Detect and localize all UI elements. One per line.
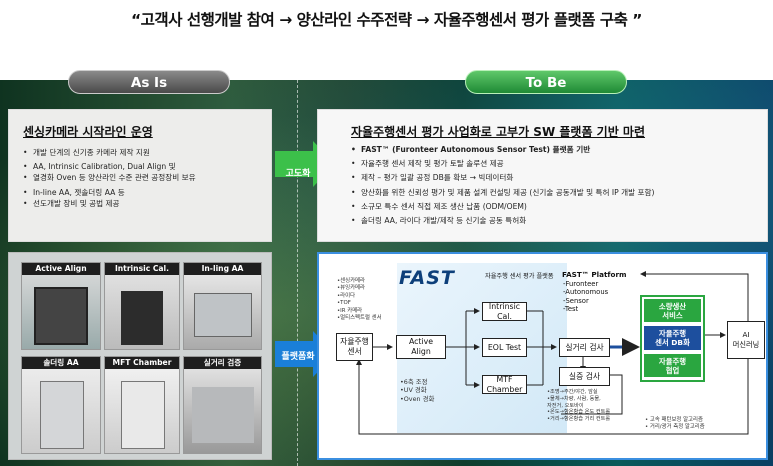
ai-ml-box: AI 머신러닝 (727, 321, 765, 359)
photo-caption: 솔더링 AA (22, 357, 100, 369)
sensor-item: •TOF (337, 300, 351, 307)
demo-note: 자전거, 오토바이 (547, 402, 584, 409)
center-divider (297, 80, 298, 466)
machine-image (34, 287, 88, 345)
to-be-bullet: 소규모 특수 센서 직접 제조 생산 납품 (ODM/OEM) (351, 201, 654, 212)
demo-note: •조명→주간/야간, 암실 (547, 389, 598, 395)
headline: “고객사 선행개발 참여 → 양산라인 수주전략 → 자율주행센서 평가 플랫폼… (130, 11, 643, 29)
photo-mft-chamber: MFT Chamber (104, 356, 180, 454)
as-is-bullet: AA, Intrinsic Calibration, Dual Align 및 (23, 161, 196, 172)
machine-image (192, 387, 254, 443)
photo-active-align: Active Align (21, 262, 101, 350)
platform-item: -Sensor (563, 296, 589, 305)
demo-test-box: 실증 검사 (559, 367, 610, 386)
as-is-bullet-cont: 열경화 Oven 등 양산라인 수준 관련 공정장비 보유 (23, 172, 196, 183)
platform-item: -Test (563, 305, 579, 314)
photo-caption: Intrinsic Cal. (105, 263, 179, 275)
to-be-bullet: FAST™ (Furonteer Autonomous Sensor Test)… (351, 144, 654, 155)
aa-note: •Oven 경화 (400, 394, 435, 403)
aa-note: •UV 경화 (400, 386, 427, 395)
platform-item: -Autonomous (563, 288, 609, 297)
ai-notes: • 고속 패턴보정 알고리즘 • 거리/광거 측정 알고리즘 (645, 417, 705, 432)
upgrade-arrow-label: 고도화 (285, 169, 311, 179)
as-is-title: 센싱카메라 시작라인 운영 (23, 125, 153, 139)
as-is-photo-grid: Active Align Intrinsic Cal. In-ling AA 솔… (8, 252, 272, 460)
machine-image (121, 291, 163, 345)
diagram-connectors (356, 271, 749, 435)
mass-production-box: 소량생산 서비스 (644, 299, 701, 322)
real-distance-test-box: 실거리 검사 (559, 338, 610, 357)
fast-platform-diagram: FAST 자율주행 센서 평가 플랫폼 FAST™ Platform -Furo… (317, 252, 768, 460)
photo-caption: 실거리 검증 (184, 357, 261, 369)
as-is-summary-panel: 센싱카메라 시작라인 운영 개발 단계의 신기종 카메라 제작 지원 AA, I… (8, 109, 272, 242)
to-be-bullet: 자율주행 센서 제작 및 평가 토탈 솔루션 제공 (351, 158, 654, 169)
mtf-chamber-box: MTF Chamber (482, 375, 527, 394)
to-be-title: 자율주행센서 평가 사업화로 고부가 SW 플랫폼 기반 마련 (351, 125, 646, 139)
to-be-bullet: 제작 – 평가 일괄 공정 DB를 확보 → 빅데이터화 (351, 172, 654, 183)
platform-title: FAST™ Platform (562, 270, 627, 279)
ai-note: • 거리/광거 측정 알고리즘 (645, 424, 705, 431)
to-be-bullet: 솔더링 AA, 라이다 개발/제작 등 신기술 공동 특허화 (351, 215, 654, 226)
collaboration-box: 자율주행 협업 (644, 354, 701, 377)
machine-image (40, 381, 84, 449)
photo-intrinsic-cal: Intrinsic Cal. (104, 262, 180, 350)
photo-inline-aa: In-ling AA (183, 262, 262, 350)
platform-item: -Furonteer (563, 280, 599, 288)
sensor-item: •뷰잉카메라 (337, 285, 365, 292)
fast-logo: FAST (399, 267, 455, 289)
demo-notes: •조명→주간/야간, 암실 •물체→차량, 사람, 동물, 자전거, 오토바이 … (547, 389, 610, 423)
photo-caption: Active Align (22, 263, 100, 275)
photo-solder-aa: 솔더링 AA (21, 356, 101, 454)
photo-caption: In-ling AA (184, 263, 261, 275)
aa-note: •6축 조정 (400, 378, 428, 386)
sensor-db-box: 자율주행 센서 DB화 (644, 326, 701, 350)
aa-notes: •6축 조정 •UV 경화 •Oven 경화 (400, 378, 434, 403)
to-be-bullet: 양산화를 위한 신뢰성 평가 및 제품 설계 컨설팅 제공 (신기술 공동개발 … (351, 187, 654, 198)
eol-test-box: EOL Test (482, 338, 527, 357)
ai-note: • 고속 패턴보정 알고리즘 (645, 417, 703, 423)
photo-caption: MFT Chamber (105, 357, 179, 369)
to-be-label: To Be (465, 70, 627, 94)
machine-image (194, 293, 252, 337)
as-is-bullet: In-line AA, 젯솔더링 AA 등 (23, 187, 196, 198)
as-is-bullet-cont: 선도개발 장비 및 공법 제공 (23, 198, 196, 209)
demo-note: •물체→차량, 사람, 동물, (547, 395, 601, 402)
sensor-item: •IR 카메라 (337, 307, 363, 314)
as-is-bullet: 개발 단계의 신기종 카메라 제작 지원 (23, 147, 196, 158)
fast-logo-caption: 자율주행 센서 평가 플랫폼 (485, 273, 554, 280)
machine-image (121, 381, 165, 449)
platform-items: -Furonteer -Autonomous -Sensor -Test (563, 280, 608, 314)
sensor-item: •라이다 (337, 292, 356, 299)
demo-note: •거리→항온항습 거리 컨트롤 (547, 416, 611, 423)
intrinsic-cal-box: Intrinsic Cal. (482, 302, 527, 321)
active-align-box: Active Align (396, 335, 446, 359)
platform-arrow-label: 플랫폼화 (281, 352, 315, 362)
as-is-label: As Is (68, 70, 230, 94)
sensor-list: •센싱카메라 •뷰잉카메라 •라이다 •TOF •IR 카메라 •멀티스펙트럴 … (337, 278, 382, 322)
sensor-item: •센싱카메라 (337, 278, 365, 284)
demo-note: •온도→항온항습 온도 컨트롤 (547, 409, 611, 416)
sensor-box: 자율주행 센서 (336, 333, 373, 361)
to-be-bullets: FAST™ (Furonteer Autonomous Sensor Test)… (351, 144, 654, 226)
photo-real-distance: 실거리 검증 (183, 356, 262, 454)
as-is-bullets: 개발 단계의 신기종 카메라 제작 지원 AA, Intrinsic Calib… (23, 147, 196, 209)
to-be-summary-panel: 자율주행센서 평가 사업화로 고부가 SW 플랫폼 기반 마련 FAST™ (F… (317, 109, 768, 242)
sensor-item: •멀티스펙트럴 센서 (337, 315, 382, 322)
